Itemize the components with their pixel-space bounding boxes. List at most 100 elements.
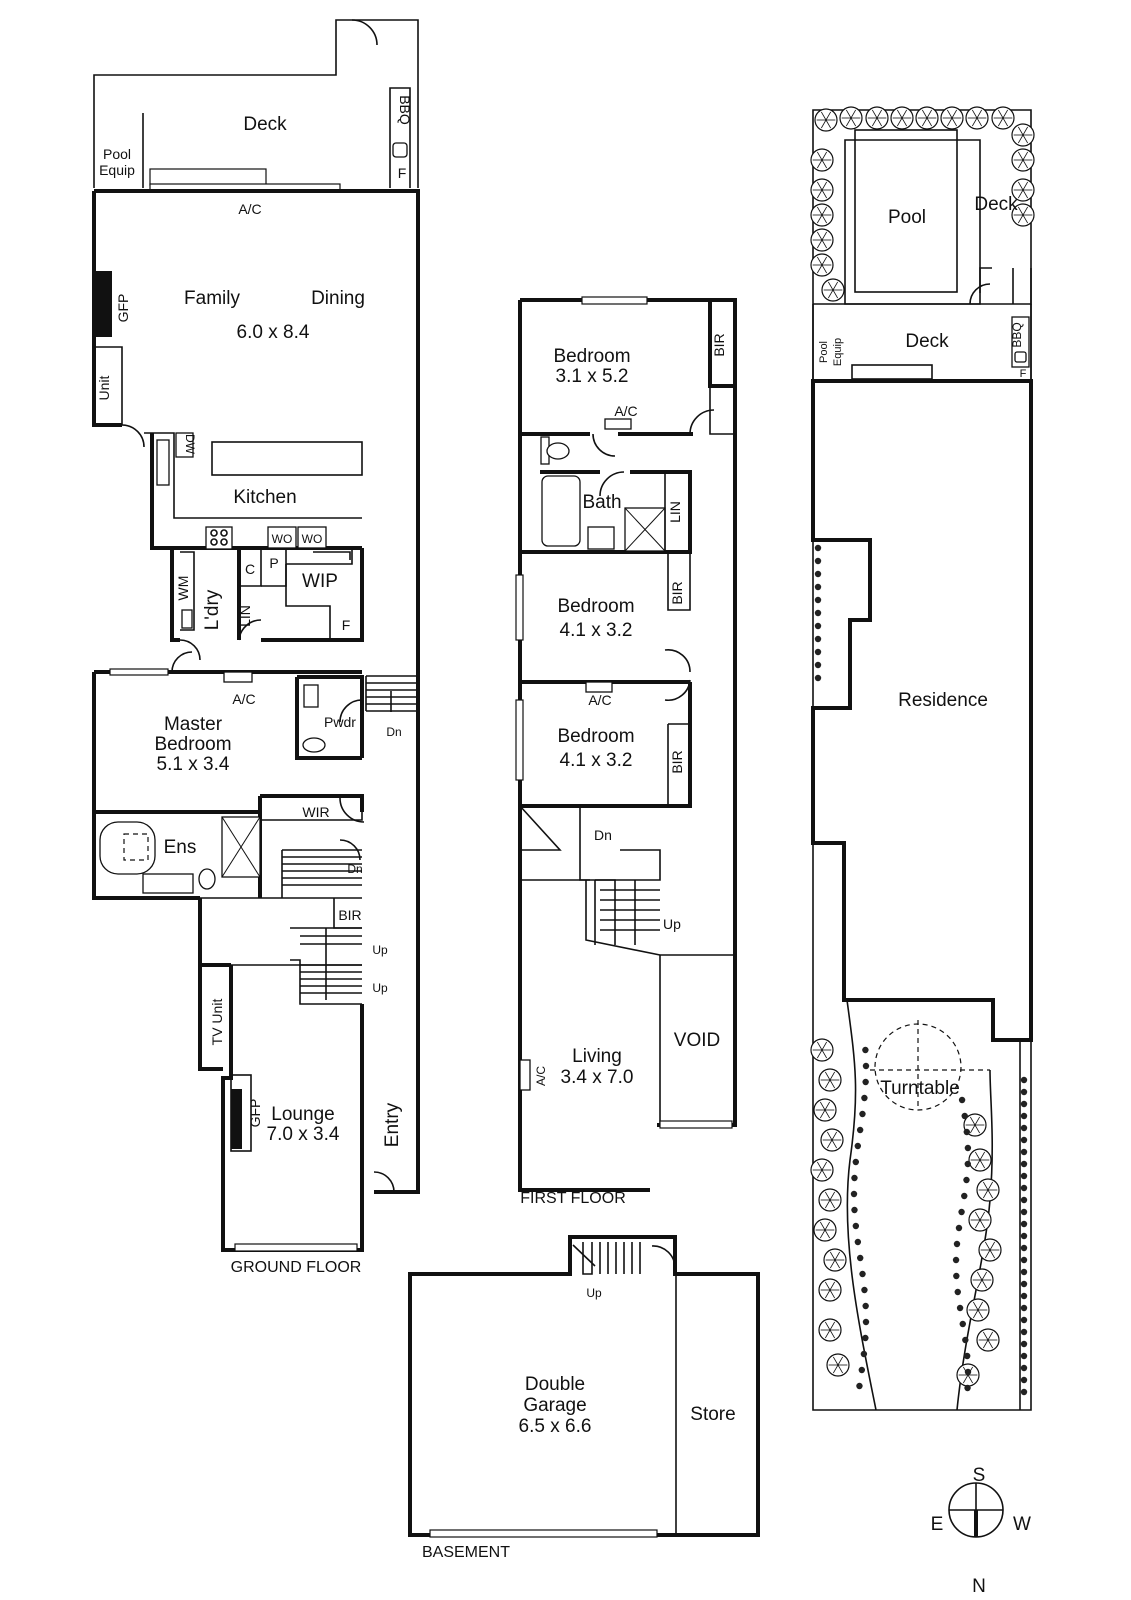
hedge-dot bbox=[1020, 1124, 1028, 1132]
master-bedroom-dims: 5.1 x 3.4 bbox=[157, 754, 230, 775]
bedroom-label-2: Bedroom bbox=[557, 596, 634, 617]
family-label: Family bbox=[184, 288, 240, 309]
hedge-dot bbox=[963, 1352, 971, 1360]
hedge-dot bbox=[958, 1208, 965, 1216]
hedge-dot bbox=[851, 1206, 858, 1214]
hedge-dot bbox=[963, 1128, 970, 1136]
lounge-dims: 7.0 x 3.4 bbox=[267, 1124, 340, 1145]
tree-icon bbox=[978, 1238, 1002, 1262]
hedge-dot bbox=[963, 1176, 970, 1184]
landscaping-hedge bbox=[814, 544, 1028, 1396]
bir-label: BIR bbox=[711, 333, 727, 356]
store-label: Store bbox=[690, 1404, 735, 1425]
residence-label: Residence bbox=[898, 690, 988, 711]
compass-east: E bbox=[931, 1514, 944, 1535]
tree-icon bbox=[823, 1248, 847, 1272]
tree-icon bbox=[965, 106, 989, 130]
bedroom-dims: 3.1 x 5.2 bbox=[556, 366, 629, 387]
hedge-dot bbox=[862, 1318, 870, 1326]
compass-south: S bbox=[973, 1465, 986, 1486]
bath-label: Bath bbox=[582, 492, 621, 513]
hedge-dot bbox=[1020, 1352, 1028, 1360]
tree-icon bbox=[966, 1298, 990, 1322]
dishwasher-icon bbox=[175, 432, 194, 458]
hedge-dot bbox=[1020, 1268, 1028, 1276]
hedge-dot bbox=[1020, 1100, 1028, 1108]
powder-room-label: Pwdr bbox=[324, 714, 356, 730]
tree-icon bbox=[991, 106, 1015, 130]
wall-oven-1 bbox=[267, 526, 297, 549]
turntable-label: Turntable bbox=[880, 1078, 960, 1099]
hedge-dot bbox=[859, 1110, 866, 1118]
basement-plan bbox=[408, 1235, 760, 1538]
living-dims: 3.4 x 7.0 bbox=[561, 1067, 634, 1088]
pool-equip-label: Pool bbox=[103, 146, 131, 162]
wall-oven-label-2: WO bbox=[302, 532, 323, 546]
hedge-dot bbox=[1020, 1328, 1028, 1336]
hedge-dot bbox=[961, 1112, 968, 1120]
hedge-dot bbox=[814, 583, 822, 591]
hedge-dot bbox=[1020, 1316, 1028, 1324]
hedge-dot bbox=[955, 1224, 963, 1232]
tree-icon bbox=[818, 1188, 842, 1212]
hedge-dot bbox=[1020, 1232, 1028, 1240]
hedge-dot bbox=[1020, 1304, 1028, 1312]
hedge-dot bbox=[964, 1368, 972, 1376]
site-plan bbox=[811, 109, 1033, 1411]
stair-up-label: Up bbox=[372, 943, 388, 957]
stair-up-label: Up bbox=[586, 1286, 602, 1300]
hedge-dot bbox=[1020, 1340, 1028, 1348]
hedge-dot bbox=[1020, 1148, 1028, 1156]
hedge-dot bbox=[956, 1304, 964, 1312]
hedge-dot bbox=[861, 1094, 868, 1102]
tree-icon bbox=[1011, 203, 1035, 227]
tree-icon bbox=[810, 203, 834, 227]
hedge-dot bbox=[1020, 1196, 1028, 1204]
tree-icon bbox=[818, 1318, 842, 1342]
hedge-dot bbox=[952, 1256, 960, 1264]
hedge-dot bbox=[1020, 1376, 1028, 1384]
hedge-dot bbox=[814, 661, 822, 669]
tree-icon bbox=[1011, 178, 1035, 202]
hedge-dot bbox=[1020, 1292, 1028, 1300]
stair-up-label-2: Up bbox=[372, 981, 388, 995]
ac-label-2: A/C bbox=[588, 692, 611, 708]
gfp-label-2: GFP bbox=[247, 1099, 263, 1128]
hedge-dot bbox=[862, 1046, 869, 1054]
ground-floor-plan bbox=[92, 19, 420, 1252]
hedge-dot bbox=[814, 648, 822, 656]
compass bbox=[948, 1482, 1004, 1538]
hedge-dot bbox=[1020, 1220, 1028, 1228]
first-floor-plan bbox=[515, 296, 737, 1192]
hedge-dot bbox=[814, 596, 822, 604]
entry-label: Entry bbox=[382, 1102, 403, 1147]
pool-label: Pool bbox=[888, 207, 926, 228]
bir-label-3: BIR bbox=[669, 750, 685, 773]
pantry-label: P bbox=[269, 555, 278, 571]
bedroom-label: Bedroom bbox=[553, 346, 630, 367]
fridge-label: F bbox=[398, 165, 407, 181]
hedge-dot bbox=[958, 1096, 966, 1104]
hedge-dot bbox=[851, 1174, 858, 1182]
hedge-dot bbox=[964, 1160, 971, 1168]
deck-label: Deck bbox=[243, 114, 287, 135]
hedge-dot bbox=[1020, 1184, 1028, 1192]
tree-icon bbox=[890, 106, 914, 130]
hedge-dot bbox=[854, 1238, 862, 1246]
gfp-label: GFP bbox=[115, 294, 131, 323]
stair-down-label-2: Dn bbox=[347, 862, 362, 876]
dining-label: Dining bbox=[311, 288, 365, 309]
stair-down-label: Dn bbox=[386, 725, 401, 739]
ac-label: A/C bbox=[238, 201, 261, 217]
hedge-dot bbox=[964, 1384, 971, 1392]
hedge-dot bbox=[814, 674, 822, 682]
hedge-dot bbox=[862, 1078, 869, 1086]
hedge-dot bbox=[961, 1192, 968, 1200]
master-bedroom-label: Master bbox=[164, 714, 223, 735]
tree-icon bbox=[976, 1178, 1000, 1202]
tree-icon bbox=[1011, 148, 1035, 172]
bir-label: BIR bbox=[338, 907, 361, 923]
ac-label: A/C bbox=[614, 403, 637, 419]
bathtub-icon bbox=[541, 475, 581, 547]
wip-label: WIP bbox=[302, 571, 338, 592]
